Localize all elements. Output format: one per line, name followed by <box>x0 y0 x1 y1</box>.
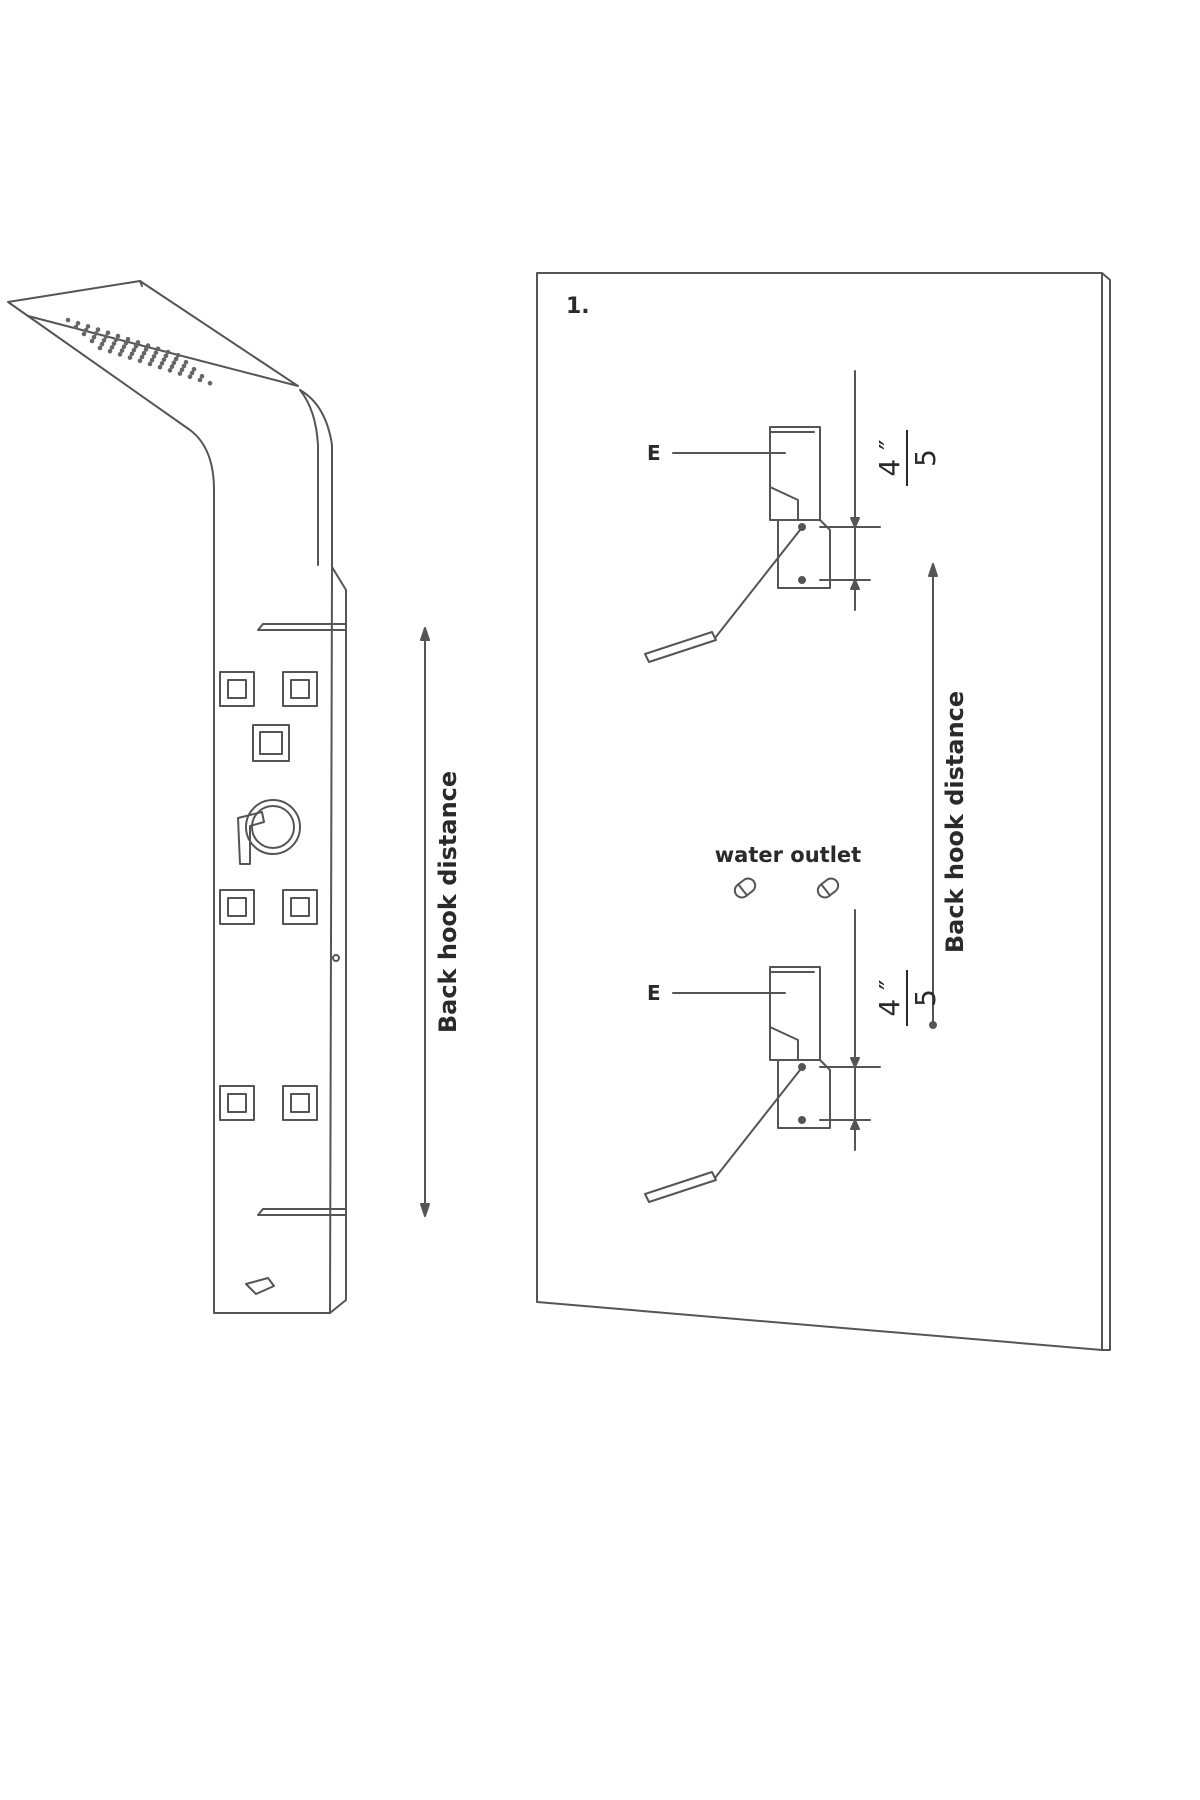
nozzle-dot <box>183 359 189 365</box>
nozzle-dot <box>137 358 143 364</box>
panel-body <box>27 315 347 1314</box>
top-shelf <box>257 623 346 631</box>
nozzle-dot <box>161 357 167 362</box>
nozzle-dot <box>73 324 79 330</box>
nozzle-dot <box>173 356 179 362</box>
nozzle-dot <box>121 344 127 350</box>
nozzle-dot <box>149 357 155 363</box>
nozzle-dot <box>97 345 103 351</box>
step-number: 1. <box>566 294 590 319</box>
nozzle-dot <box>197 377 203 383</box>
spacing-numerator: 4 ″ <box>873 979 906 1016</box>
nozzle-dot <box>153 350 159 355</box>
nozzle-dot <box>159 361 165 366</box>
upper-spacing-label: 4 ″ 5 <box>873 430 942 486</box>
water-outlets <box>733 877 840 899</box>
nozzle-dot <box>109 345 115 350</box>
nozzle-dot <box>123 340 129 346</box>
shower-panel-drawing <box>7 280 347 1314</box>
nozzle-dot <box>115 333 121 339</box>
nozzle-dot <box>151 354 157 359</box>
nozzle-dot <box>105 330 111 336</box>
hook-label-upper: E <box>647 441 661 465</box>
nozzle-dot <box>99 341 105 347</box>
nozzle-dot <box>65 317 71 323</box>
nozzle-dot <box>125 336 131 342</box>
lower-hook <box>644 966 831 1203</box>
wall-back-hook-distance-label: Back hook distance <box>941 691 969 953</box>
nozzle-dot <box>145 343 151 348</box>
nozzle-dot <box>155 346 161 352</box>
body-jets <box>219 671 318 1121</box>
spacing-numerator: 4 ″ <box>873 439 906 476</box>
upper-spacing-dimension <box>819 370 881 611</box>
hand-shower-holder <box>245 1277 275 1295</box>
wall-back-hook-distance-arrow <box>928 563 938 1029</box>
nozzle-dot <box>135 340 141 345</box>
nozzle-dot <box>83 327 89 333</box>
nozzle-dot <box>207 380 213 386</box>
nozzle-dot <box>191 366 197 372</box>
upper-hook <box>644 426 831 663</box>
nozzle-dot <box>171 360 177 366</box>
spacing-denominator: 5 <box>909 449 942 467</box>
nozzle-dot <box>157 364 163 370</box>
nozzle-dot <box>163 353 169 359</box>
water-outlet-label: water outlet <box>715 843 861 867</box>
nozzle-dot <box>95 327 101 332</box>
nozzle-dot <box>75 320 81 326</box>
nozzle-dot <box>93 331 99 336</box>
nozzle-dot <box>119 348 125 353</box>
nozzle-dot <box>189 370 195 376</box>
drill-bit <box>644 1171 717 1203</box>
nozzle-dot <box>131 347 137 353</box>
nozzle-dot <box>147 361 153 367</box>
nozzle-dot <box>181 363 187 369</box>
nozzle-dot <box>117 352 123 357</box>
nozzle-dot <box>199 373 205 379</box>
nozzle-dot <box>103 334 109 339</box>
rain-head <box>7 280 299 387</box>
lower-spacing-label: 4 ″ 5 <box>873 970 942 1026</box>
nozzle-dot <box>169 364 175 369</box>
nozzle-dot <box>143 347 149 352</box>
bottom-shelf <box>257 1208 346 1216</box>
rain-head-nozzles <box>65 317 213 386</box>
mixer-knob <box>237 799 301 865</box>
nozzle-dot <box>81 331 87 337</box>
nozzle-dot <box>179 367 185 373</box>
nozzle-dot <box>133 343 139 349</box>
nozzle-dot <box>101 338 107 343</box>
hook-label-lower: E <box>647 981 661 1005</box>
nozzle-dot <box>175 352 181 358</box>
nozzle-dot <box>107 348 113 354</box>
nozzle-dot <box>91 334 97 340</box>
nozzle-dot <box>113 337 119 343</box>
nozzle-dot <box>187 374 193 380</box>
back-hook-distance-arrow <box>420 627 430 1217</box>
nozzle-dot <box>141 350 147 356</box>
lower-spacing-dimension <box>819 909 881 1151</box>
nozzle-dot <box>111 341 117 346</box>
nozzle-dot <box>139 354 145 360</box>
nozzle-dot <box>127 355 133 360</box>
nozzle-dot <box>89 338 95 344</box>
nozzle-dot <box>167 368 173 373</box>
drill-bit <box>644 631 717 663</box>
diverter-button <box>252 724 290 762</box>
nozzle-dot <box>177 371 183 376</box>
spacing-denominator: 5 <box>909 989 942 1007</box>
nozzle-dot <box>85 324 91 329</box>
nozzle-dot <box>165 349 171 355</box>
nozzle-dot <box>129 351 135 357</box>
back-hook-distance-label: Back hook distance <box>434 771 462 1033</box>
